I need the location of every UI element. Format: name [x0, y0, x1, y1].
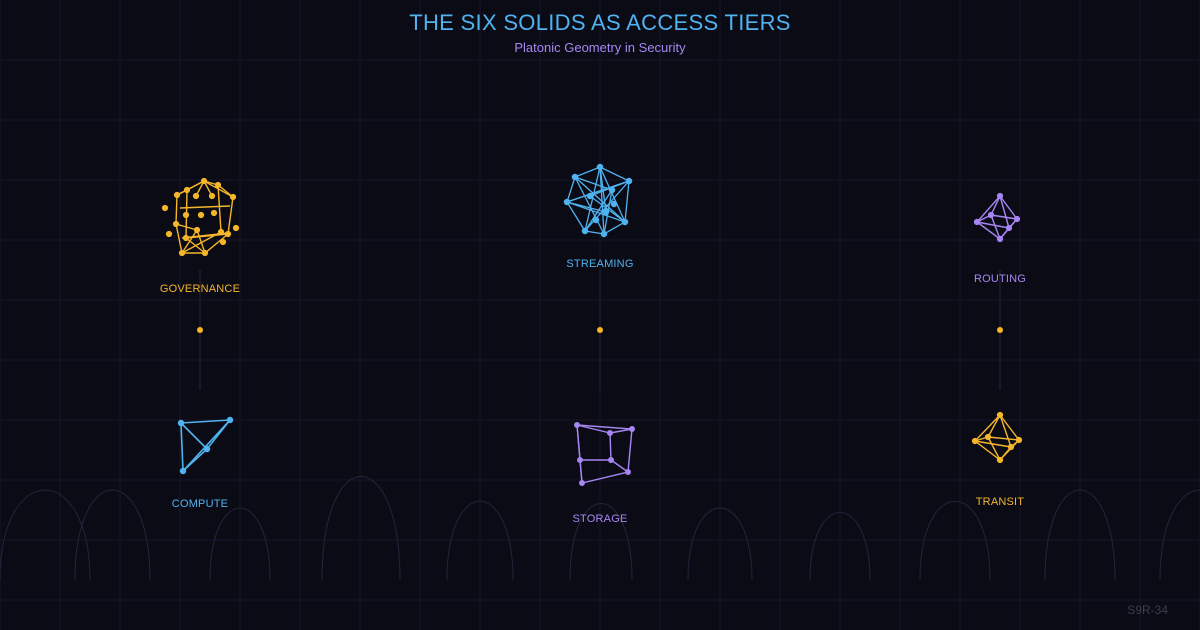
arch-outline [1044, 489, 1116, 581]
arch-outline [209, 507, 271, 581]
dodecahedron-icon [161, 177, 240, 257]
tier-label-storage: STORAGE [573, 513, 628, 525]
cube-icon [574, 422, 636, 487]
tier-label-transit: TRANSIT [976, 496, 1025, 508]
arch-outline [446, 501, 514, 581]
tier-label-governance: GOVERNANCE [160, 283, 240, 295]
connector-node [597, 327, 603, 333]
tier-streaming[interactable]: STREAMING [563, 163, 633, 270]
arch-outline [569, 503, 633, 581]
tier-compute[interactable]: COMPUTE [172, 416, 234, 510]
octahedron-icon [971, 411, 1023, 464]
tier-storage[interactable]: STORAGE [573, 422, 636, 525]
connector-node [997, 327, 1003, 333]
arch-outline [0, 489, 91, 581]
figure-code: S9R-34 [1127, 603, 1168, 617]
page-subtitle: Platonic Geometry in Security [514, 40, 686, 55]
tier-routing[interactable]: ROUTING [973, 192, 1026, 285]
page-title: THE SIX SOLIDS AS ACCESS TIERS [409, 10, 791, 35]
octahedron-icon [973, 192, 1021, 243]
tetrahedron-icon [177, 416, 234, 475]
tier-connectors [197, 270, 1003, 390]
tier-label-compute: COMPUTE [172, 498, 228, 510]
arch-outline [919, 501, 991, 581]
icosahedron-icon [563, 163, 633, 238]
tier-governance[interactable]: GOVERNANCE [160, 177, 240, 295]
connector-node [197, 327, 203, 333]
arch-outline [321, 476, 401, 581]
arch-outline [1159, 489, 1200, 581]
tier-label-streaming: STREAMING [566, 258, 633, 270]
arch-outline [809, 512, 871, 581]
background-arches [0, 476, 1200, 581]
arch-outline [74, 489, 151, 581]
arch-outline [687, 507, 753, 581]
tier-transit[interactable]: TRANSIT [971, 411, 1025, 508]
tier-label-routing: ROUTING [974, 273, 1026, 285]
